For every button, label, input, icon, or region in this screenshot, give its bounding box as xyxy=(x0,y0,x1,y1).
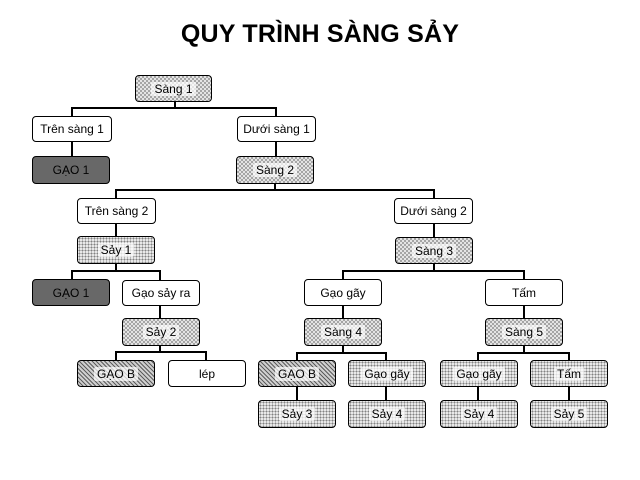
node-gao-say-ra: Gạo sảy ra xyxy=(122,280,200,306)
node-gao-b-mid: GẠO B xyxy=(258,360,336,387)
node-duoi-sang-1: Dưới sàng 1 xyxy=(237,116,316,142)
node-duoi-sang-2: Dưới sàng 2 xyxy=(394,198,473,224)
connector-sang1 xyxy=(71,101,277,117)
node-say-2: Sảy 2 xyxy=(122,318,200,346)
connector-say2 xyxy=(115,345,207,361)
node-tam-mid: Tấm xyxy=(485,279,563,306)
node-gao-1-left: GẠO 1 xyxy=(32,279,110,306)
node-gao-gay-c: Gạo gãy xyxy=(440,360,518,387)
node-sang-3: Sàng 3 xyxy=(395,237,473,264)
node-gao-1-top: GẠO 1 xyxy=(32,156,110,184)
diagram-title: QUY TRÌNH SÀNG SẢY xyxy=(180,20,460,48)
node-tren-sang-1: Trên sàng 1 xyxy=(32,116,112,142)
node-sang-2: Sàng 2 xyxy=(236,156,314,184)
connector-sang2 xyxy=(115,183,435,199)
node-gao-gay-b: Gạo gãy xyxy=(348,360,426,387)
node-say-4-b: Sảy 4 xyxy=(440,400,518,428)
node-tren-sang-2: Trên sàng 2 xyxy=(77,198,156,224)
node-gao-b-left: GẠO B xyxy=(77,360,155,387)
node-say-1: Sảy 1 xyxy=(77,236,155,264)
node-sang-4: Sàng 4 xyxy=(304,318,382,346)
node-sang-1: Sàng 1 xyxy=(135,75,212,102)
node-tam-right: Tấm xyxy=(530,360,608,387)
node-say-3: Sảy 3 xyxy=(258,400,336,428)
connector-sang3 xyxy=(342,263,525,280)
node-say-4-a: Sảy 4 xyxy=(348,400,426,428)
node-gao-gay-mid: Gạo gãy xyxy=(304,279,382,306)
connector-say1 xyxy=(71,263,161,281)
node-lep: lép xyxy=(168,360,246,387)
node-sang-5: Sàng 5 xyxy=(485,318,563,346)
connector-sang4 xyxy=(296,345,387,361)
connector-sang5 xyxy=(477,345,570,361)
node-say-5: Sảy 5 xyxy=(530,400,608,428)
